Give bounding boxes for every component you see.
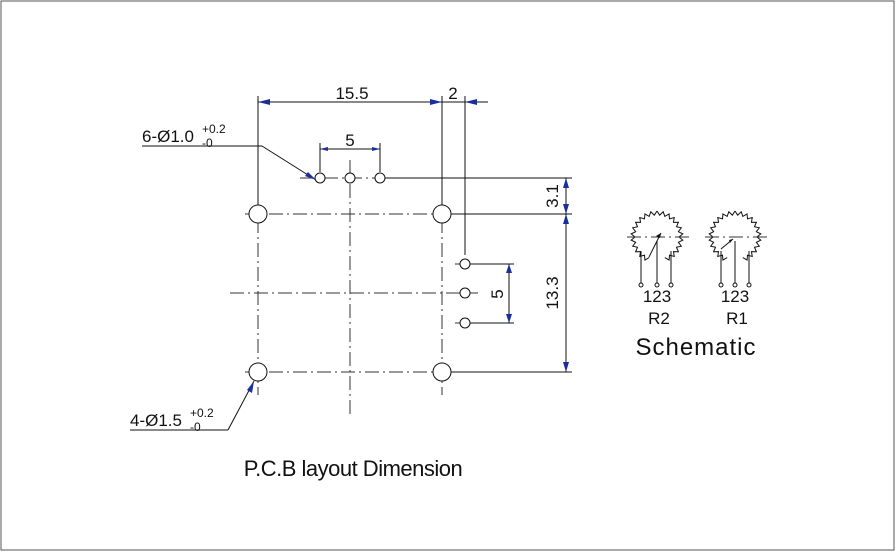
large-hole <box>248 362 268 382</box>
large-hole-spec: 4-Ø1.5 <box>130 411 182 430</box>
arrow-head <box>305 172 316 180</box>
arrow-head <box>563 214 569 224</box>
dimension-small-spacing: 5 <box>319 131 381 172</box>
potentiometer-r1-body <box>708 210 762 261</box>
dimension-2: 2 <box>448 84 457 103</box>
arrow-head <box>430 99 442 105</box>
large-hole-tol-minus: -0 <box>190 420 201 434</box>
arrow-head <box>247 381 254 393</box>
arrow-head <box>465 99 477 105</box>
arrow-head <box>320 147 328 151</box>
r1-label: R1 <box>726 309 748 328</box>
large-hole-tol-plus: +0.2 <box>190 406 214 420</box>
pcb-layout-caption: P.C.B layout Dimension <box>244 456 463 481</box>
r2-pin-numbers: 123 <box>643 287 671 306</box>
small-hole <box>459 258 471 270</box>
dimension-right: 3.1 13.3 <box>385 177 572 373</box>
small-holes <box>314 172 471 329</box>
arrow-head <box>563 178 569 188</box>
potentiometer-r2-body <box>630 210 684 261</box>
small-hole-tol-minus: -0 <box>202 136 213 150</box>
small-hole-spec: 6-Ø1.0 <box>142 127 194 146</box>
arrow-head <box>563 204 569 214</box>
r1-pin-numbers: 123 <box>721 287 749 306</box>
dimension-top: 15.5 2 <box>257 84 488 255</box>
small-hole <box>344 172 356 184</box>
small-hole <box>374 172 386 184</box>
small-hole <box>314 172 326 184</box>
arrow-head <box>563 362 569 372</box>
schematic-r2 <box>627 210 691 288</box>
wiper-arrow <box>656 233 661 238</box>
arrow-head <box>506 264 512 273</box>
small-hole-tol-plus: +0.2 <box>202 122 226 136</box>
schematic-r1 <box>705 210 769 288</box>
dimension-13-3: 13.3 <box>543 276 562 309</box>
large-hole <box>432 204 452 224</box>
dimension-pin-spacing: 5 <box>470 263 514 324</box>
dimension-15-5: 15.5 <box>335 84 368 103</box>
wiper-arrow <box>729 239 733 243</box>
dimension-3-1: 3.1 <box>543 184 562 208</box>
schematic-caption: Schematic <box>635 334 756 361</box>
arrow-head <box>372 147 380 151</box>
leader-large-holes: 4-Ø1.5 +0.2 -0 <box>130 380 255 434</box>
small-hole <box>459 287 471 299</box>
leader-small-holes: 6-Ø1.0 +0.2 -0 <box>142 122 317 181</box>
center-lines <box>230 160 478 415</box>
large-hole <box>432 362 452 382</box>
r2-label: R2 <box>648 309 670 328</box>
arrow-head <box>506 314 512 323</box>
dimension-small-5: 5 <box>345 131 354 150</box>
large-hole <box>248 204 268 224</box>
small-hole <box>459 317 471 329</box>
arrow-head <box>258 99 270 105</box>
dimension-pin-5: 5 <box>488 289 507 298</box>
